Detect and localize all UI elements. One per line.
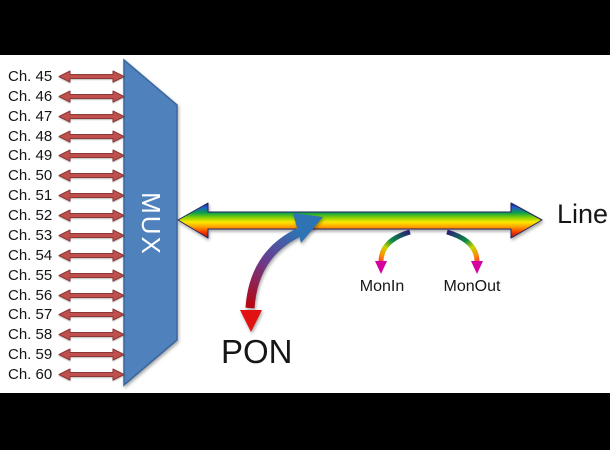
bidirectional-arrow-icon: [58, 90, 125, 102]
channel-row: Ch. 51: [8, 185, 128, 205]
pon-arrow-shaft: [245, 226, 304, 309]
channel-label: Ch. 46: [8, 87, 53, 105]
bidirectional-arrow-icon: [58, 70, 125, 82]
monin-arrowhead: [375, 261, 387, 274]
line-label: Line: [557, 199, 609, 229]
channel-label: Ch. 54: [8, 246, 53, 264]
bidirectional-arrow-icon: [58, 249, 125, 261]
bidirectional-arrow-icon: [58, 169, 125, 181]
bidirectional-arrow-icon: [58, 308, 125, 320]
bidirectional-arrow-icon: [58, 209, 125, 221]
bidirectional-arrow-icon: [58, 348, 125, 360]
channel-row: Ch. 48: [8, 126, 128, 146]
channel-row: Ch. 57: [8, 304, 128, 324]
channel-label: Ch. 50: [8, 166, 53, 184]
channel-row: Ch. 59: [8, 344, 128, 364]
pon-arrowhead-to-line: [293, 213, 323, 243]
pon-curved-arrow: [240, 213, 323, 332]
mux-label: MUX: [136, 192, 166, 256]
bidirectional-arrow-icon: [58, 149, 125, 161]
channel-row: Ch. 50: [8, 165, 128, 185]
channel-label: Ch. 56: [8, 286, 53, 304]
monin-arc-arrow: [375, 229, 411, 274]
channel-row: Ch. 56: [8, 285, 128, 305]
channel-label: Ch. 51: [8, 186, 53, 204]
bidirectional-arrow-icon: [58, 368, 125, 380]
channel-label: Ch. 47: [8, 107, 53, 125]
mux-shape: [123, 58, 178, 387]
bidirectional-arrow-icon: [58, 130, 125, 142]
pon-label: PON: [221, 333, 293, 370]
channel-label: Ch. 48: [8, 127, 53, 145]
channel-label: Ch. 53: [8, 226, 53, 244]
monin-label: MonIn: [359, 278, 405, 295]
bidirectional-arrow-icon: [58, 110, 125, 122]
bidirectional-arrow-icon: [58, 289, 125, 301]
channel-row: Ch. 49: [8, 145, 128, 165]
bidirectional-arrow-icon: [58, 328, 125, 340]
channel-row: Ch. 53: [8, 225, 128, 245]
channel-label: Ch. 45: [8, 67, 53, 85]
channel-row: Ch. 54: [8, 245, 128, 265]
monout-arc-shaft: [446, 229, 480, 263]
channel-row: Ch. 45: [8, 66, 128, 86]
channel-label: Ch. 58: [8, 325, 53, 343]
channel-label: Ch. 60: [8, 365, 53, 383]
rainbow-line-arrow: [177, 202, 543, 239]
monout-arc-arrow: [446, 229, 483, 274]
channel-label: Ch. 59: [8, 345, 53, 363]
channel-label: Ch. 49: [8, 146, 53, 164]
bidirectional-arrow-icon: [58, 189, 125, 201]
pon-arrowhead-down: [240, 310, 262, 332]
channel-label: Ch. 52: [8, 206, 53, 224]
monout-arrowhead: [471, 261, 483, 274]
bidirectional-arrow-icon: [58, 229, 125, 241]
monout-label: MonOut: [443, 278, 501, 295]
channel-label: Ch. 57: [8, 305, 53, 323]
channel-row: Ch. 58: [8, 324, 128, 344]
bidirectional-arrow-icon: [58, 269, 125, 281]
channel-label: Ch. 55: [8, 266, 53, 284]
channel-row: Ch. 46: [8, 86, 128, 106]
monin-arc-shaft: [378, 229, 411, 263]
channel-row: Ch. 52: [8, 205, 128, 225]
channel-row: Ch. 47: [8, 106, 128, 126]
channel-row: Ch. 55: [8, 265, 128, 285]
channel-row: Ch. 60: [8, 364, 128, 384]
